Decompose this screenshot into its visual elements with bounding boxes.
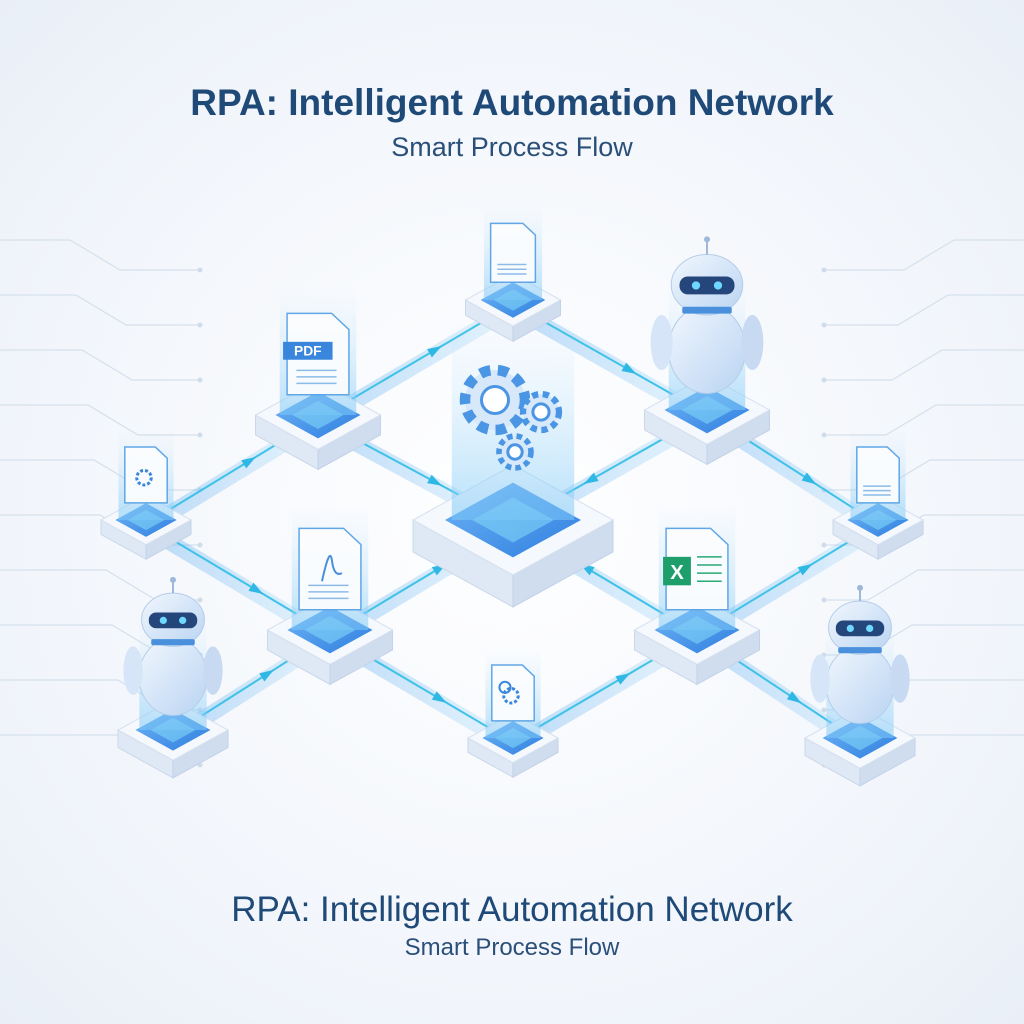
page-title: RPA: Intelligent Automation Network [190, 82, 834, 123]
arrow-icon [259, 669, 274, 682]
arrow-icon [801, 472, 817, 485]
circuit-node [197, 267, 203, 273]
robot-body [825, 645, 895, 724]
robot-eye [713, 281, 723, 290]
circuit-line [0, 349, 200, 381]
robot-arm [650, 315, 673, 370]
circuit-line [824, 349, 1024, 381]
arrow-icon [621, 362, 637, 374]
robot-collar [838, 647, 882, 654]
arrow-icon [248, 582, 264, 595]
circuit-node [821, 267, 827, 273]
document-page [124, 446, 168, 504]
pdf-label-bg [283, 341, 333, 360]
robot-body [138, 637, 208, 716]
gear-icon [502, 686, 520, 705]
arrow-icon [427, 474, 443, 486]
robot-visor [679, 276, 735, 295]
circuit-node [197, 377, 203, 383]
circuit-node [197, 322, 203, 328]
robot-eye [846, 624, 854, 633]
robot-arm [203, 646, 223, 695]
arrow-icon [797, 563, 813, 576]
gear-hole [531, 402, 551, 422]
circuit-node [197, 542, 203, 548]
platform-excel: X [633, 505, 761, 686]
robot-eye [866, 624, 874, 633]
platform-robot-right [803, 584, 917, 787]
circuit-node [821, 432, 827, 438]
arrow-icon [583, 472, 599, 484]
clock-icon [498, 680, 512, 694]
document-page [489, 222, 537, 283]
circuit-node [197, 432, 203, 438]
robot-visor [148, 612, 198, 629]
circuit-node [197, 597, 203, 603]
acrobat-icon [321, 555, 343, 582]
platform-doc-right [831, 430, 925, 560]
arrow-icon [427, 345, 442, 358]
circuit-node [821, 377, 827, 383]
robot-arm [810, 654, 830, 703]
circuit-lines [0, 239, 1024, 768]
platform-doc-top [464, 205, 562, 343]
circuit-line [0, 294, 200, 326]
platform-pdf: PDF [254, 290, 382, 471]
footer-subtitle: Smart Process Flow [404, 934, 620, 961]
circuit-node [821, 707, 827, 713]
robot-eye [179, 616, 187, 625]
platform-robot-left [116, 576, 230, 779]
platform-acrobat [266, 505, 394, 686]
robot-antenna-tip [170, 576, 176, 583]
robot-arm [890, 654, 910, 703]
robot-antenna-tip [704, 236, 710, 243]
pdf-label: PDF [294, 343, 322, 359]
circuit-line [824, 239, 1024, 271]
robot-visor [835, 620, 885, 637]
document-page [856, 446, 900, 504]
robot-arm [741, 315, 764, 370]
circuit-node [821, 322, 827, 328]
gear-hole [506, 443, 524, 461]
robot-antenna-tip [857, 584, 863, 591]
gear-icon [135, 468, 153, 487]
arrow-icon [786, 691, 802, 704]
platform-doc-gear-left [99, 430, 193, 560]
platforms: PDF X [99, 205, 925, 787]
circuit-line [0, 239, 200, 271]
gear-hole [480, 385, 510, 415]
document-page [298, 527, 362, 611]
excel-label: X [670, 562, 684, 584]
footer-title: RPA: Intelligent Automation Network [231, 890, 793, 929]
circuit-node [821, 542, 827, 548]
excel-label-bg [663, 556, 691, 586]
robot-collar [151, 639, 195, 646]
robot-collar [682, 306, 732, 314]
document-page [491, 664, 535, 722]
robot-eye [691, 281, 701, 290]
circuit-line [824, 569, 1024, 601]
platform-hub [411, 320, 615, 608]
circuit-node [821, 597, 827, 603]
page-subtitle: Smart Process Flow [391, 132, 633, 162]
robot-body [668, 304, 746, 394]
document-page [665, 527, 729, 611]
arrow-icon [615, 673, 631, 685]
circuit-line [824, 294, 1024, 326]
platform-robot-top [643, 236, 771, 466]
robot-eye [159, 616, 167, 625]
arrow-icon [241, 456, 257, 469]
arrow-icon [431, 691, 447, 703]
robot-arm [123, 646, 143, 695]
platform-doc-clock [466, 648, 560, 778]
